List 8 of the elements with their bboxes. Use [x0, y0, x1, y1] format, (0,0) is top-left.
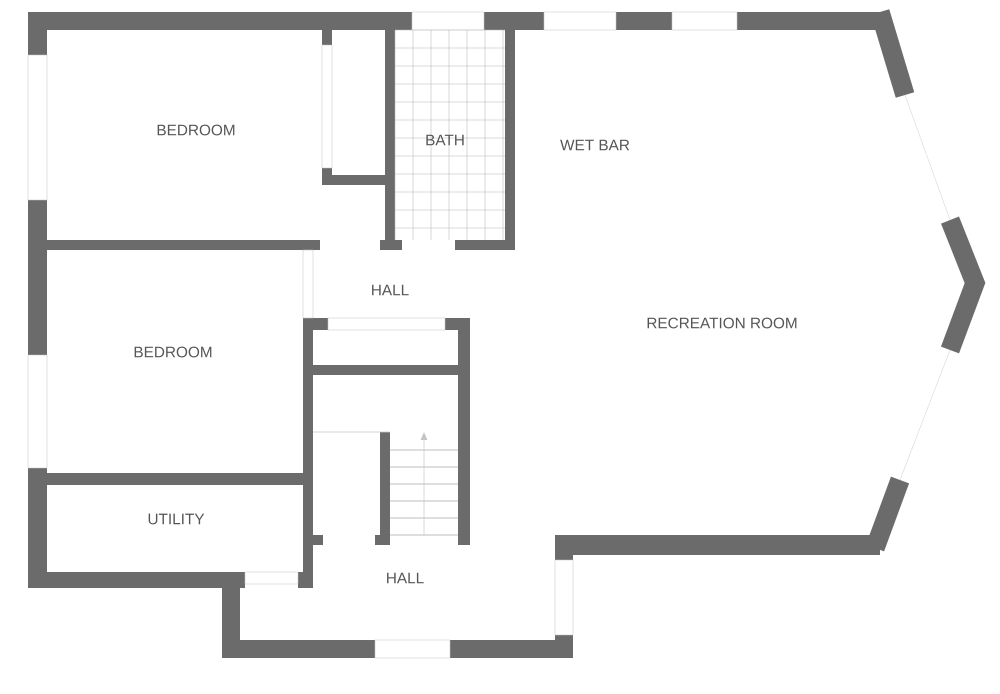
room-label: BEDROOM	[158, 124, 234, 136]
room-label: RECREATION ROOM	[648, 318, 796, 328]
room-label: HALL	[372, 284, 409, 296]
room-label: BEDROOM	[134, 346, 212, 358]
room-label: WET BAR	[560, 140, 630, 150]
room-label: HALL	[387, 572, 424, 584]
room-label: UTILITY	[148, 514, 204, 524]
room-label: BATH	[426, 134, 464, 146]
